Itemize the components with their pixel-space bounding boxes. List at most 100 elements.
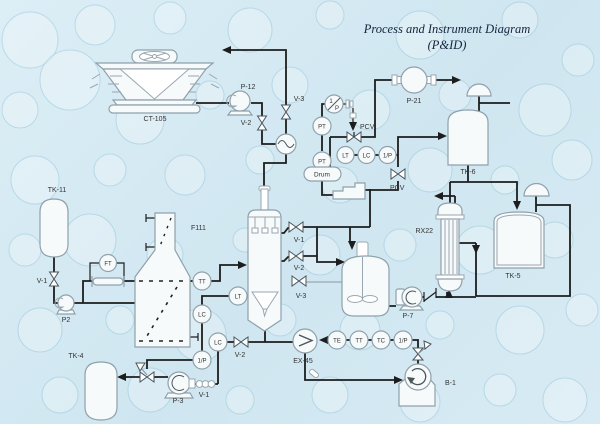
- pt1-label: PT: [318, 125, 326, 131]
- p7-label: P-7: [403, 313, 414, 320]
- furnace-f111[interactable]: F111: [134, 212, 206, 348]
- valve-v2-top[interactable]: V-2: [241, 115, 268, 131]
- inline-flow-element[interactable]: [91, 276, 125, 287]
- tt-furnace-label: TT: [198, 280, 206, 286]
- tt-loop-label: TT: [355, 339, 363, 345]
- instrument-ft[interactable]: FT: [98, 253, 118, 273]
- valve-v3-top[interactable]: V-3: [280, 96, 305, 120]
- instrument-tt-furnace[interactable]: TT: [192, 271, 212, 291]
- tk6-label: TK-6: [460, 169, 475, 176]
- v2-bot-label: V-2: [235, 352, 246, 359]
- f111-label: F111: [191, 225, 206, 232]
- diagram-title: Process and Instrument Diagram (P&ID): [363, 22, 531, 52]
- coupling-v1-p3[interactable]: V-1: [195, 380, 216, 399]
- pipe-ex45-b1: [304, 353, 399, 381]
- vessel-tk5[interactable]: TK-5: [493, 211, 545, 280]
- title-line1: Process and Instrument Diagram: [363, 22, 531, 36]
- pipe-furnace-nozzles: [145, 214, 199, 341]
- column-vessel[interactable]: [247, 185, 282, 332]
- flow-arrow: [394, 376, 403, 384]
- valve-v2-column[interactable]: V-2: [288, 250, 305, 272]
- vessel-tk11[interactable]: TK-11: [39, 187, 69, 258]
- instrument-pt1[interactable]: PT: [312, 116, 332, 136]
- instrument-lt-column[interactable]: LT: [228, 286, 248, 306]
- flow-arrow: [348, 241, 356, 250]
- valve-pcv-mid[interactable]: PCV: [390, 168, 406, 192]
- valve-pcv-top[interactable]: PCV: [346, 124, 375, 143]
- flow-arrow: [513, 201, 521, 210]
- vessel-tk4[interactable]: TK-4: [68, 353, 118, 421]
- pcv-mid-label: PCV: [390, 185, 405, 192]
- flow-arrow: [349, 122, 357, 131]
- ft-label: FT: [104, 262, 112, 268]
- flow-arrow: [445, 289, 453, 298]
- tk4-label: TK-4: [68, 353, 83, 360]
- pipe-checkvalve: [423, 288, 437, 302]
- v2-col-label: V-2: [294, 265, 305, 272]
- flow-arrow: [438, 132, 447, 140]
- pipe-tk6-tk5: [449, 165, 518, 203]
- flow-arrow: [222, 46, 231, 54]
- pipe-condenser-column: [263, 154, 287, 187]
- b1-label: B-1: [445, 380, 456, 387]
- pump-p2[interactable]: P2: [54, 294, 76, 324]
- flow-arrow: [336, 258, 345, 266]
- pipe-drum-drain: [321, 136, 438, 196]
- instrument-lc2[interactable]: LC: [208, 332, 228, 352]
- pt2-label: PT: [318, 160, 326, 166]
- condenser-exchanger[interactable]: [275, 133, 297, 155]
- pipe-ft-loop: [89, 262, 125, 281]
- ip-ctrl-num: 1: [329, 99, 333, 105]
- blower-b1[interactable]: B-1: [398, 363, 456, 407]
- instrument-tc[interactable]: TC: [371, 330, 391, 350]
- pipe-pcv-p21: [330, 79, 452, 138]
- valve-v1-left[interactable]: V-1: [37, 271, 60, 287]
- drum-vessel[interactable]: Drum: [303, 166, 342, 182]
- pipe-p12-condenser: [251, 102, 276, 145]
- drum-label: Drum: [314, 172, 330, 179]
- p2-label: P2: [62, 317, 71, 324]
- flow-arrow: [452, 76, 461, 84]
- valve-v1-column[interactable]: V-1: [288, 221, 305, 244]
- ip-mid-label: 1/P: [383, 154, 392, 160]
- stepped-fitting[interactable]: [332, 182, 366, 200]
- instrument-ip-loop[interactable]: 1/P: [393, 330, 413, 350]
- valve-v3-column[interactable]: V-3: [291, 275, 307, 300]
- instrument-ip-control[interactable]: 1 P: [324, 94, 357, 119]
- instrument-ip-mid[interactable]: 1/P: [378, 145, 397, 165]
- instrument-ip-left[interactable]: 1/P: [192, 350, 212, 370]
- instrument-lt-mid[interactable]: LT: [336, 145, 355, 165]
- tk5-vent-dome[interactable]: [523, 182, 550, 197]
- instrument-lc-mid[interactable]: LC: [357, 145, 376, 165]
- pump-p3[interactable]: P-3: [163, 371, 196, 405]
- instrument-te[interactable]: TE: [327, 330, 347, 350]
- title-line2: (P&ID): [428, 38, 467, 52]
- v1-col-label: V-1: [294, 237, 305, 244]
- exchanger-ex45[interactable]: EX-45: [292, 328, 319, 379]
- pump-p12[interactable]: P-12: [226, 84, 256, 116]
- instrument-tt-loop[interactable]: TT: [349, 330, 369, 350]
- mixer-vessel[interactable]: [341, 241, 390, 317]
- ip-left-label: 1/P: [197, 359, 206, 365]
- vessel-tk6[interactable]: TK-6: [447, 109, 489, 176]
- v1-left-label: V-1: [37, 278, 48, 285]
- tk6-vent-dome[interactable]: [466, 83, 492, 97]
- pipe-condenser-return: [224, 49, 287, 134]
- valve-b1[interactable]: [411, 340, 432, 361]
- flow-arrow: [472, 245, 480, 254]
- pump-p7[interactable]: P-7: [395, 286, 425, 320]
- instrument-lc1[interactable]: LC: [192, 304, 212, 324]
- cooling-tower-ct105[interactable]: CT-105: [89, 49, 220, 123]
- lc2-label: LC: [214, 341, 222, 347]
- control-valve-tk4[interactable]: [135, 362, 155, 383]
- reactor-rx22[interactable]: RX22: [415, 202, 465, 292]
- ex45-label: EX-45: [293, 358, 313, 365]
- pump-p21[interactable]: P-21: [391, 66, 437, 105]
- valve-v2-bottom[interactable]: V-2: [233, 336, 249, 359]
- v2-top-label: V-2: [241, 120, 252, 127]
- lc-mid-label: LC: [363, 154, 371, 160]
- flow-arrow: [238, 261, 247, 269]
- v3-col-label: V-3: [296, 293, 307, 300]
- rx22-label: RX22: [415, 228, 433, 235]
- piping: [53, 46, 571, 385]
